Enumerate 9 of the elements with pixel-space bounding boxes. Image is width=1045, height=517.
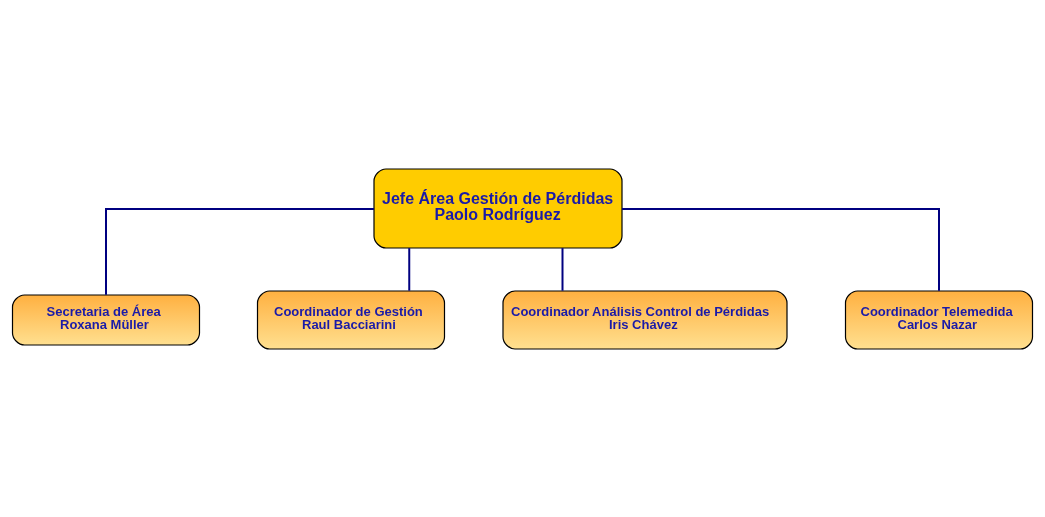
connector [408,246,411,292]
node-box: Coordinador Análisis Control de Pérdidas Iris Chávez [502,289,788,350]
node-box: Secretaria de Área Roxana Müller [11,293,201,346]
node-box: Jefe Área Gestión de Pérdidas Paolo Rodríguez [373,167,623,249]
node-box: Coordinador Telemedida Carlos Nazar [844,289,1034,350]
connector [105,207,375,296]
connector [621,207,940,292]
connector [561,246,564,292]
node-box: Coordinador de Gestión Raul Bacciarini [256,289,446,350]
